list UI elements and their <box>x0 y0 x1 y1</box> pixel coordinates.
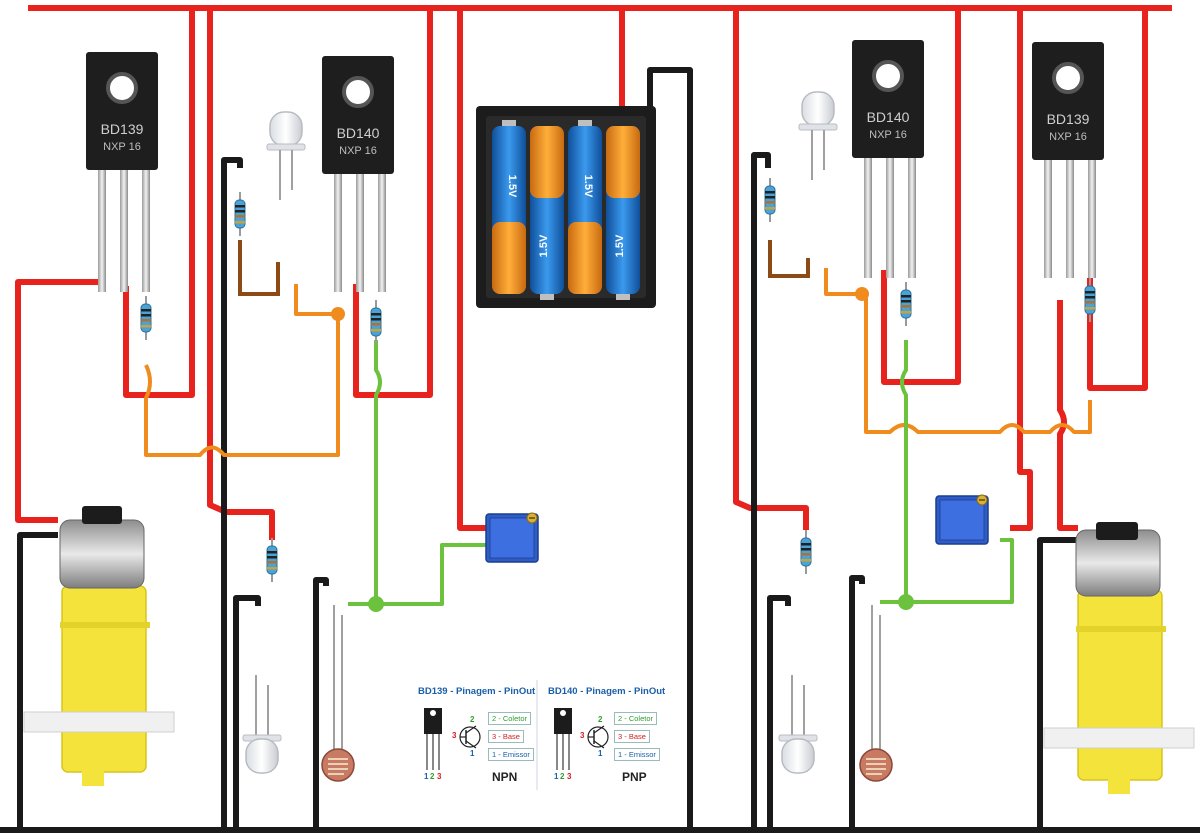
resistor-r7 <box>1084 277 1096 323</box>
resistor-r1 <box>140 295 152 341</box>
transistor-label: BD140 <box>867 109 910 125</box>
junction-dots <box>331 287 914 612</box>
package-pin-1: 1 <box>554 772 559 781</box>
transistor-type-npn: NPN <box>492 770 518 784</box>
ldr-right <box>859 604 893 782</box>
motor-left <box>23 506 175 786</box>
battery-pack: 1.5V 1.5V 1.5V 1.5V <box>476 106 656 308</box>
pinout-title-rest: - Pinagem - PinOut <box>447 686 536 697</box>
led-bottom-right <box>778 674 818 774</box>
package-pin-3: 3 <box>437 772 442 781</box>
package-pin-1: 1 <box>424 772 429 781</box>
battery-cell: 1.5V <box>492 120 526 294</box>
transistor-sublabel: NXP 16 <box>103 141 141 153</box>
ground-wires <box>0 67 1200 833</box>
ldr-left <box>321 604 355 782</box>
potentiometer-right <box>935 494 989 545</box>
pin-tag-emitter: 1 - Emissor <box>614 748 660 761</box>
battery-voltage-label: 1.5V <box>506 175 518 198</box>
resistor-r3 <box>370 299 382 345</box>
pinout-graphics <box>424 680 609 790</box>
led-top-left <box>266 111 306 201</box>
resistor-r2 <box>234 191 246 237</box>
resistor-r4 <box>266 537 278 583</box>
symbol-pin-base: 3 <box>452 731 457 740</box>
pinout-part-name: BD139 <box>418 686 448 697</box>
battery-cell: 1.5V <box>568 120 602 294</box>
package-pin-3: 3 <box>567 772 572 781</box>
green-signal-wires <box>348 340 1014 606</box>
pin-tag-base: 3 - Base <box>488 730 524 743</box>
symbol-pin-emitter: 1 <box>598 749 603 758</box>
symbol-pin-collector: 2 <box>470 715 475 724</box>
resistor-r5 <box>764 177 776 223</box>
led-top-right <box>798 91 838 181</box>
motor-right <box>1043 522 1195 794</box>
transistor-sublabel: NXP 16 <box>1049 131 1087 143</box>
battery-cell: 1.5V <box>606 126 640 300</box>
pinout-part-name: BD140 <box>548 686 578 697</box>
transistor-type-pnp: PNP <box>622 770 647 784</box>
symbol-pin-emitter: 1 <box>470 749 475 758</box>
battery-voltage-label: 1.5V <box>614 234 626 257</box>
resistor-r8 <box>800 529 812 575</box>
pin-tag-base: 3 - Base <box>614 730 650 743</box>
transistor-sublabel: NXP 16 <box>869 129 907 141</box>
supply-wires <box>15 5 1172 540</box>
transistor-label: BD139 <box>1047 111 1090 127</box>
transistor-label: BD139 <box>101 121 144 137</box>
package-pin-2: 2 <box>430 772 435 781</box>
pin-tag-collector: 2 - Coletor <box>614 712 658 725</box>
pin-tag-emitter: 1 - Emissor <box>488 748 534 761</box>
pinout-title-rest: - Pinagem - PinOut <box>577 686 666 697</box>
orange-signal-wires <box>144 268 1092 457</box>
potentiometer-left <box>485 512 539 563</box>
symbol-pin-collector: 2 <box>598 715 603 724</box>
brown-wires <box>238 240 810 296</box>
transistor-label: BD140 <box>337 125 380 141</box>
battery-voltage-label: 1.5V <box>582 175 594 198</box>
package-pin-2: 2 <box>560 772 565 781</box>
pin-tag-collector: 2 - Coletor <box>488 712 532 725</box>
pinout-title-bd140: BD140 - Pinagem - PinOut <box>548 686 665 697</box>
led-bottom-left <box>242 674 282 774</box>
transistor-sublabel: NXP 16 <box>339 145 377 157</box>
pinout-title-bd139: BD139 - Pinagem - PinOut <box>418 686 535 697</box>
symbol-pin-base: 3 <box>580 731 585 740</box>
battery-voltage-label: 1.5V <box>538 234 550 257</box>
battery-cell: 1.5V <box>530 126 564 300</box>
resistor-r6 <box>900 281 912 327</box>
